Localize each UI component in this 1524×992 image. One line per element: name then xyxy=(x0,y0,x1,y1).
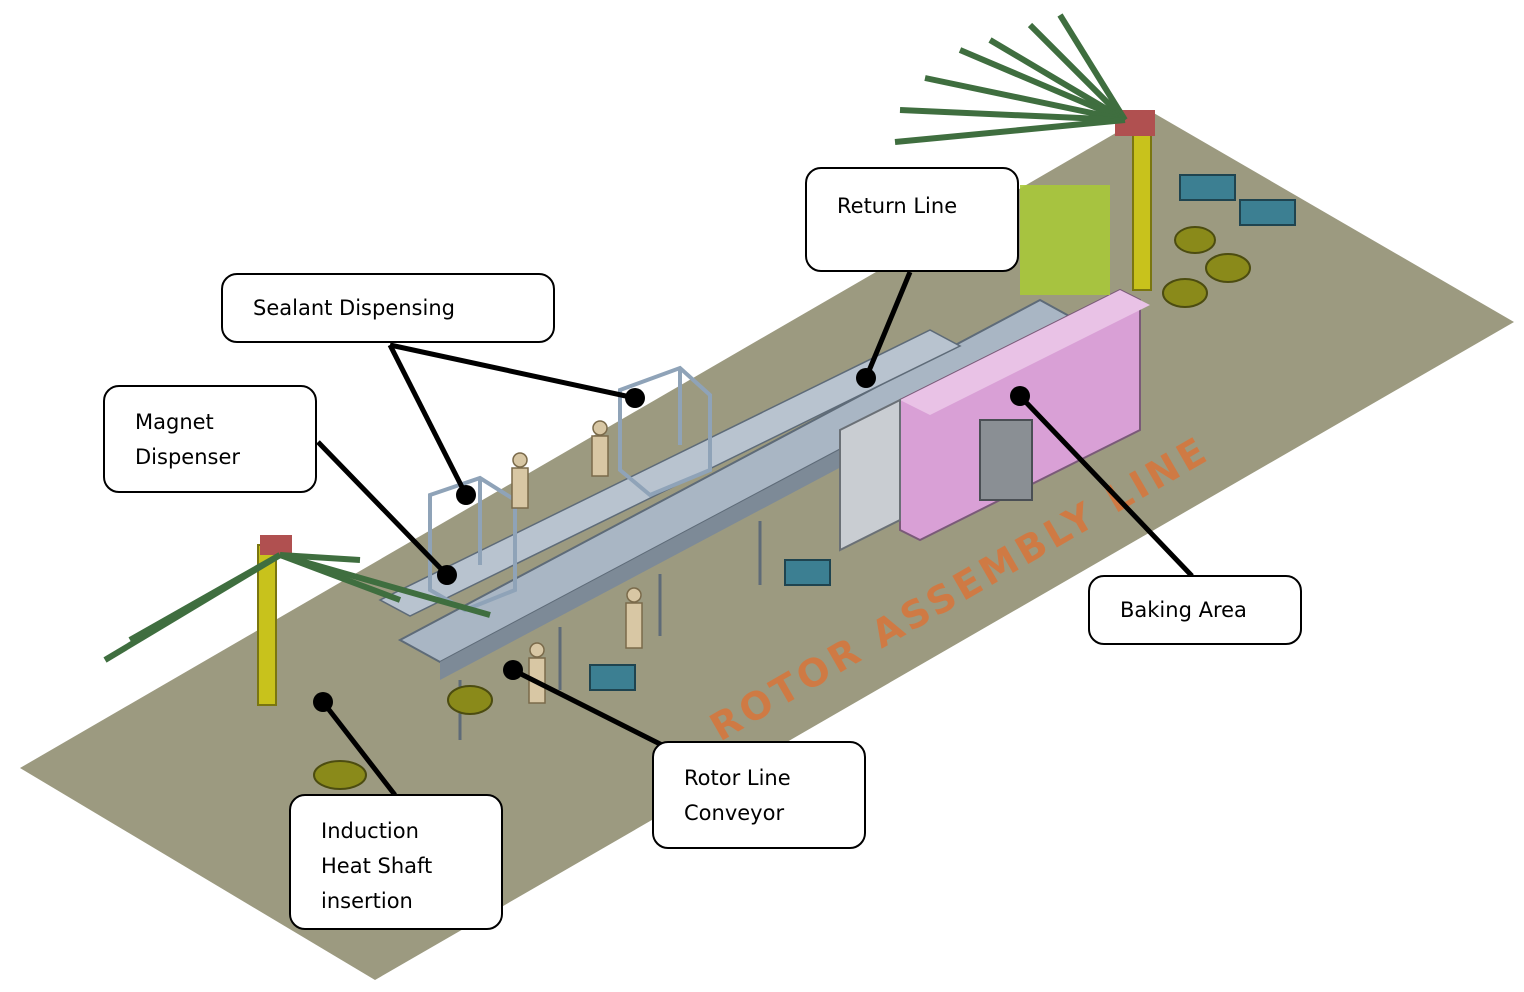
sealant-station-frames xyxy=(428,365,712,613)
callout-return-line: Return Line xyxy=(805,167,1019,272)
leader-dots xyxy=(313,368,1030,712)
callout-magnet-line2: Dispenser xyxy=(135,445,240,469)
parts-bins xyxy=(313,226,1251,790)
leader-lines xyxy=(316,271,1194,797)
baking-oven xyxy=(839,288,1150,552)
callout-magnet-line1: Magnet xyxy=(135,410,214,434)
callout-rotor-line2: Conveyor xyxy=(684,801,785,825)
callout-induction-line3: insertion xyxy=(321,889,413,913)
callout-baking-area: Baking Area xyxy=(1088,575,1302,645)
callout-baking-text: Baking Area xyxy=(1120,598,1247,622)
callout-induction-heat-shaft: Induction Heat Shaft insertion xyxy=(289,794,503,930)
callout-rotor-line1: Rotor Line xyxy=(684,766,791,790)
return-line-crane xyxy=(894,13,1155,295)
callout-magnet-dispenser: Magnet Dispenser xyxy=(103,385,317,493)
callout-return-text: Return Line xyxy=(837,194,958,218)
factory-floor xyxy=(20,112,1514,980)
callout-sealant-text: Sealant Dispensing xyxy=(253,296,455,320)
induction-crane xyxy=(103,535,491,706)
parts-trays xyxy=(589,174,1296,691)
callout-induction-line1: Induction xyxy=(321,819,419,843)
callout-induction-line2: Heat Shaft xyxy=(321,854,433,878)
callout-sealant-dispensing: Sealant Dispensing xyxy=(221,273,555,343)
callout-rotor-line-conveyor: Rotor Line Conveyor xyxy=(652,741,866,849)
